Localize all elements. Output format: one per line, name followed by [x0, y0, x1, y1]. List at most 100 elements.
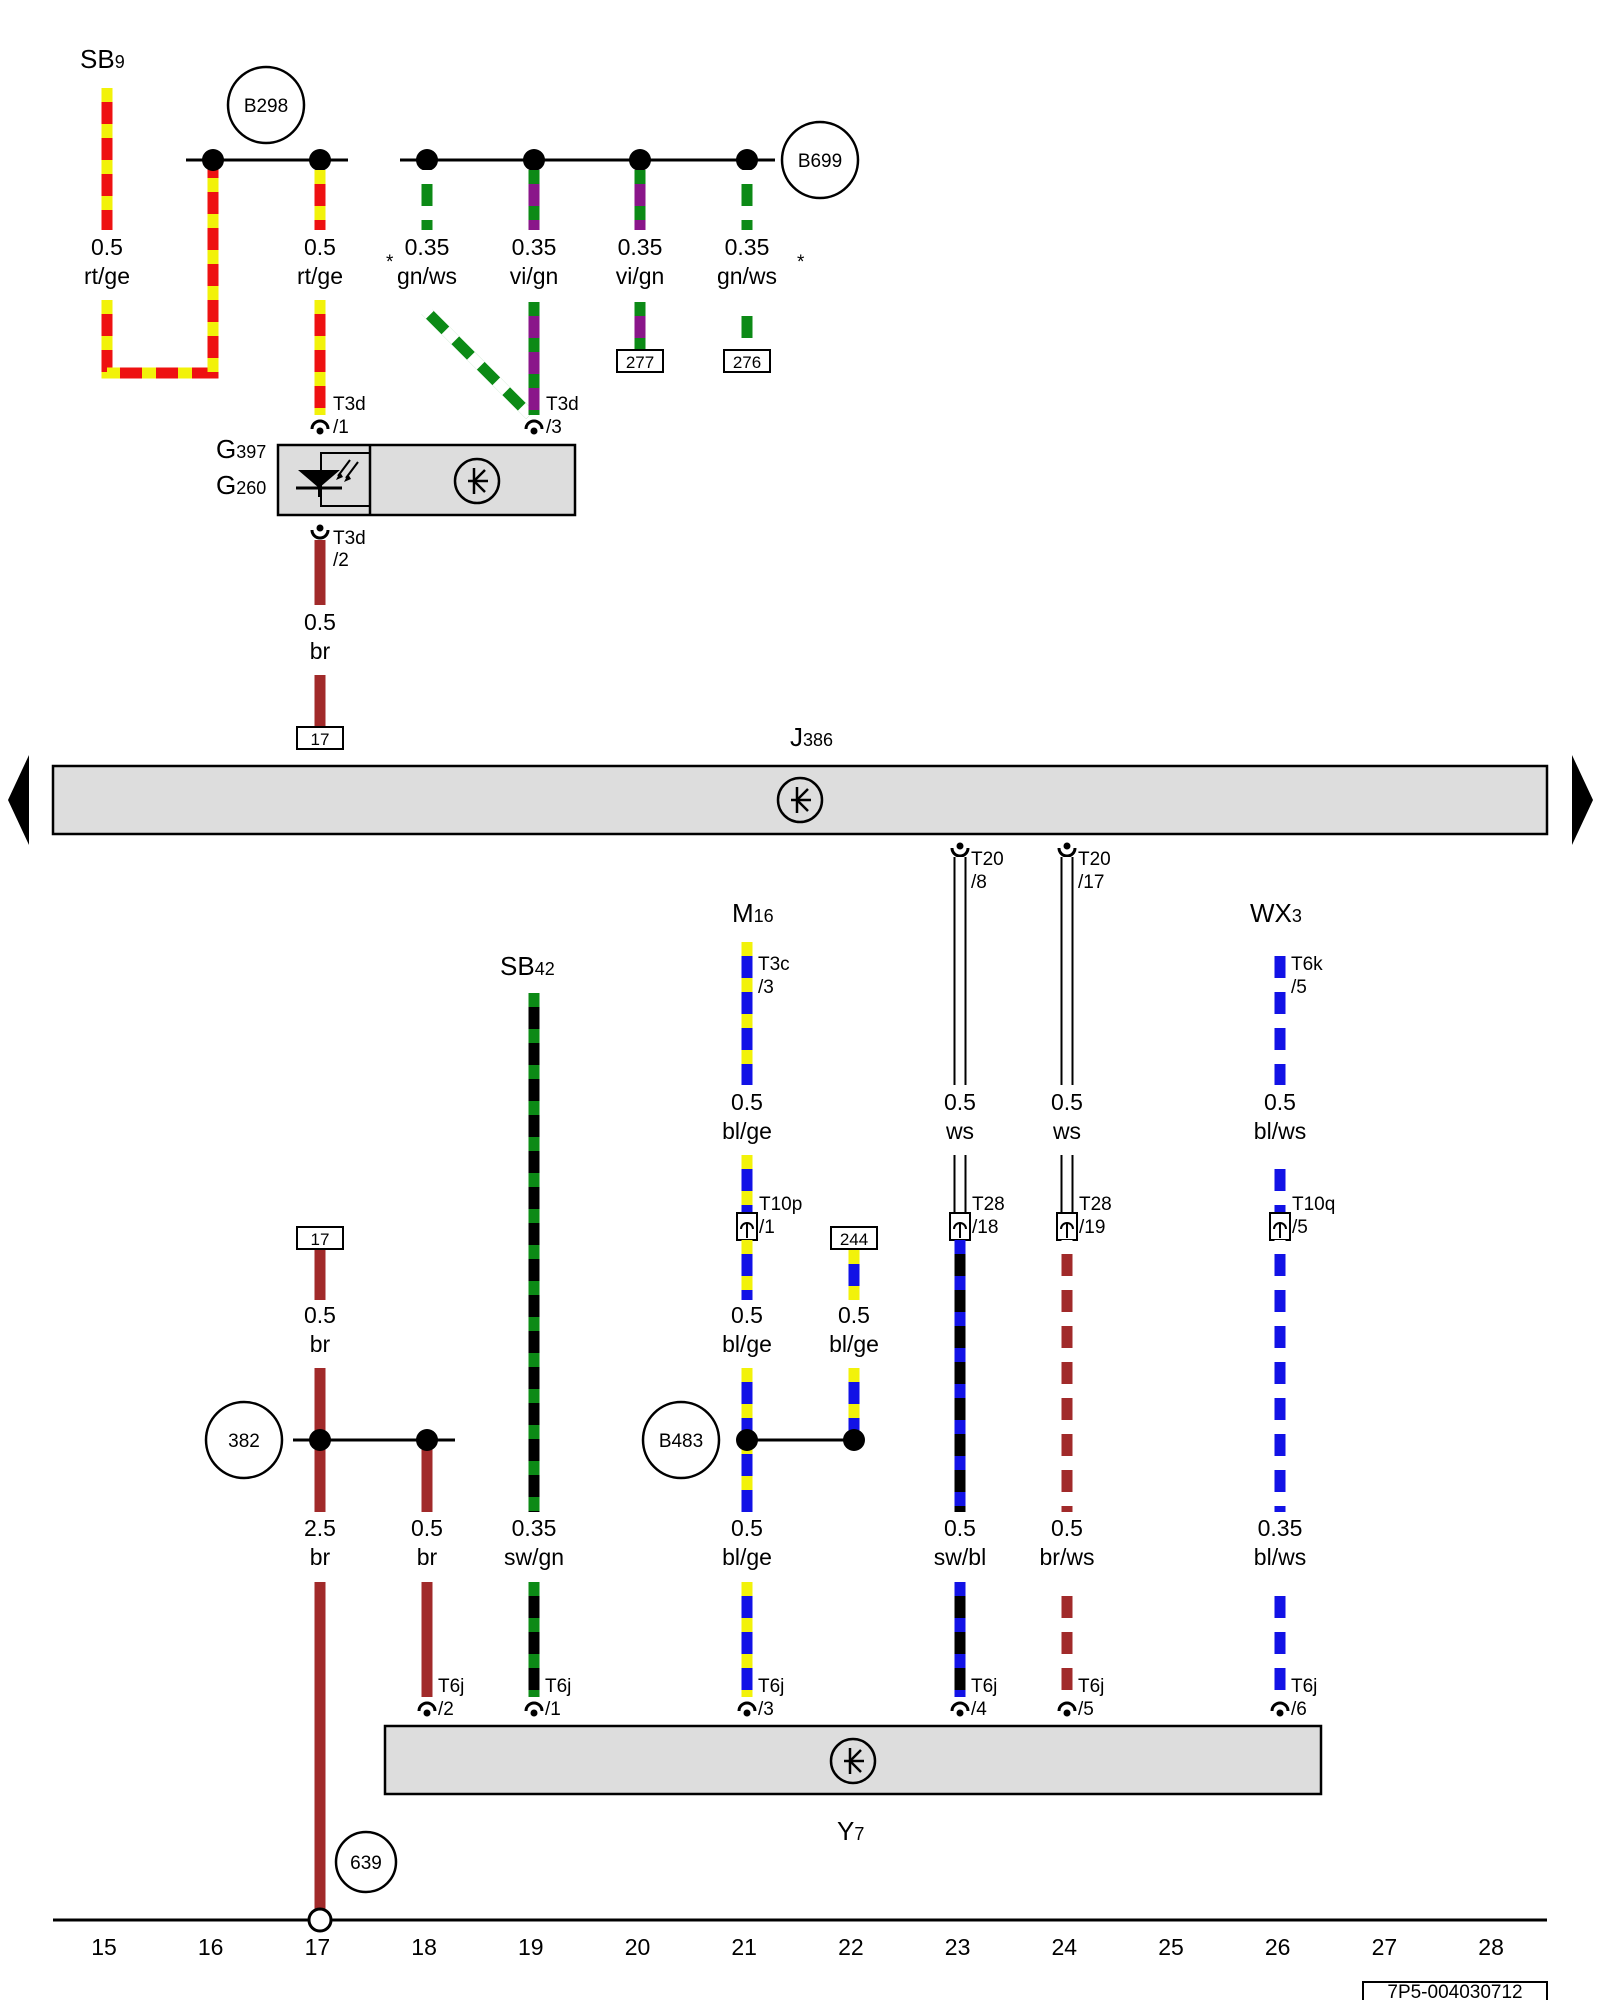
terminal: [1270, 1701, 1290, 1718]
star-note: *: [797, 252, 805, 273]
pin-p6: T3c: [758, 954, 790, 975]
wire-w9-size: 0.5: [944, 1089, 976, 1115]
pin-p3: T3d: [333, 528, 366, 549]
wire-stripe: [421, 302, 534, 419]
terminal: [1057, 1701, 1077, 1718]
pin-p10: T28: [1079, 1194, 1112, 1215]
wire-w10-size: 0.5: [1051, 1089, 1083, 1115]
circle-ref-b483: B483: [641, 1400, 721, 1480]
y7-label: Y7: [837, 1816, 864, 1846]
g397-label: G397: [216, 434, 266, 464]
pin-p12-num: /2: [438, 1699, 454, 1720]
wire-w12-size: 0.5: [304, 1302, 336, 1328]
terminal: [417, 1701, 437, 1718]
grid-number: 26: [1265, 1934, 1291, 1960]
grid-number: 16: [198, 1934, 224, 1960]
wire-w7-size: 0.5: [304, 609, 336, 635]
svg-text:382: 382: [228, 1431, 260, 1452]
svg-text:17: 17: [311, 730, 330, 749]
wire-w13-size: 0.5: [731, 1302, 763, 1328]
wire-w16-size: 0.5: [411, 1515, 443, 1541]
pin-p3-num: /2: [333, 550, 349, 571]
terminal: [524, 419, 544, 436]
wire-w20-size: 0.5: [1051, 1515, 1083, 1541]
pin-p6-num: /3: [758, 977, 774, 998]
inline-connector: [736, 1212, 758, 1241]
wire-w13-color: bl/ge: [722, 1331, 772, 1357]
junction-dot: [843, 1429, 865, 1451]
wire-w1-color: rt/ge: [84, 263, 130, 289]
pin-p10-num: /19: [1079, 1217, 1105, 1238]
g260-label: G260: [216, 470, 266, 500]
sb42-label: SB42: [500, 951, 555, 981]
terminal: [737, 1701, 757, 1718]
pin-p2: T3d: [546, 394, 579, 415]
inline-connector: [949, 1212, 971, 1241]
wire-w18-size: 0.5: [731, 1515, 763, 1541]
continue-left-arrow: [8, 755, 29, 845]
svg-text:B483: B483: [659, 1431, 703, 1452]
junction-dot: [629, 149, 651, 171]
grid-number: 20: [625, 1934, 651, 1960]
junction-dot: [523, 149, 545, 171]
j386-label: J386: [790, 722, 833, 752]
terminal: [310, 523, 330, 540]
junction-dot: [416, 149, 438, 171]
continue-right-arrow: [1572, 755, 1593, 845]
circle-ref-382: 382: [204, 1400, 284, 1480]
wire-w8-size: 0.5: [731, 1089, 763, 1115]
wire-w6-color: gn/ws: [717, 263, 777, 289]
wire-w15-color: br: [310, 1544, 331, 1570]
wire-w6-size: 0.35: [725, 234, 770, 260]
pin-p9-num: /18: [972, 1217, 998, 1238]
wire-w1-size: 0.5: [91, 234, 123, 260]
doc-ref: 7P5-004030712: [1362, 1981, 1548, 2000]
svg-text:244: 244: [840, 1230, 868, 1249]
pin-p13: T6j: [545, 1676, 571, 1697]
component-y7: [383, 1724, 1323, 1796]
ref-box-17-bottom: 17: [296, 1226, 344, 1250]
pin-p4-num: /8: [971, 872, 987, 893]
svg-text:7P5-004030712: 7P5-004030712: [1387, 1982, 1522, 2000]
terminal: [524, 1701, 544, 1718]
wire-w4-size: 0.35: [512, 234, 557, 260]
wire-w10-color: ws: [1052, 1118, 1081, 1144]
wire-w18-color: bl/ge: [722, 1544, 772, 1570]
wire-stripe: [101, 160, 219, 379]
pin-p5: T20: [1078, 849, 1111, 870]
wire-w2-color: rt/ge: [297, 263, 343, 289]
sb9-label: SB9: [80, 44, 125, 74]
wire-w9-color: ws: [945, 1118, 974, 1144]
pin-p4: T20: [971, 849, 1004, 870]
junction-dot: [736, 149, 758, 171]
pin-p12: T6j: [438, 1676, 464, 1697]
pin-p11-num: /5: [1292, 1217, 1308, 1238]
wire-w16-color: br: [417, 1544, 438, 1570]
svg-text:B298: B298: [244, 96, 288, 117]
circle-ref-b699: B699: [780, 120, 860, 200]
component-g397-g260: [276, 443, 577, 517]
grid-number: 28: [1478, 1934, 1504, 1960]
wire-w11-color: bl/ws: [1254, 1118, 1306, 1144]
grid-number: 23: [945, 1934, 971, 1960]
grid-number: 17: [305, 1934, 331, 1960]
wire-w4-color: vi/gn: [510, 263, 559, 289]
junction-dot: [736, 1429, 758, 1451]
pin-p11: T10q: [1292, 1194, 1335, 1215]
pin-p14: T6j: [758, 1676, 784, 1697]
m16-label: M16: [732, 898, 774, 928]
pin-p8: T10p: [759, 1194, 802, 1215]
svg-text:17: 17: [311, 1230, 330, 1249]
grid-number: 15: [91, 1934, 117, 1960]
wire-w21-color: bl/ws: [1254, 1544, 1306, 1570]
svg-text:277: 277: [626, 353, 654, 372]
grid-number: 24: [1052, 1934, 1078, 1960]
pin-p1: T3d: [333, 394, 366, 415]
star-note: *: [386, 252, 394, 273]
pin-p17: T6j: [1291, 1676, 1317, 1697]
control-unit-j386: [51, 764, 1549, 836]
wire-w14-color: bl/ge: [829, 1331, 879, 1357]
wire-w12-color: br: [310, 1331, 331, 1357]
wire-w17-color: sw/gn: [504, 1544, 564, 1570]
wire-w3-color: gn/ws: [397, 263, 457, 289]
